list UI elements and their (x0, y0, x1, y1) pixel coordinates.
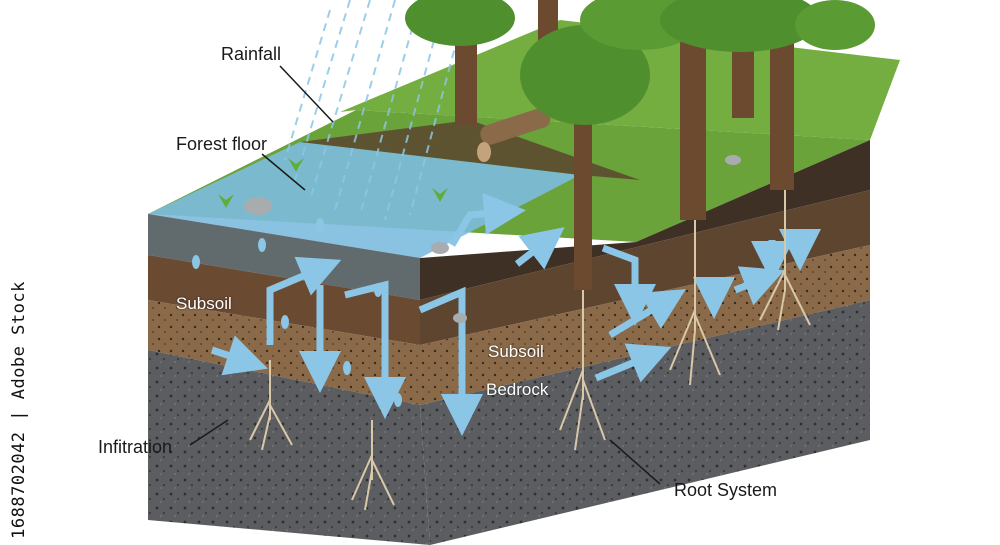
forest-floor-leader (261, 153, 306, 191)
label-rainfall: Rainfall (221, 44, 282, 64)
label-bedrock: Bedrock (486, 380, 549, 399)
tree-canopies (405, 0, 875, 125)
left-face (148, 214, 430, 545)
label-root-system: Root System (674, 480, 778, 500)
root-system-leader (609, 439, 661, 485)
label-infiltration: Infitration (98, 437, 173, 457)
fallen-log (477, 108, 551, 162)
root-systems (249, 190, 811, 511)
label-subsoil-right: Subsoil (488, 342, 544, 361)
label-forest-floor: Forest floor (176, 134, 268, 154)
flow-arrows (210, 192, 821, 436)
rainfall-leader (279, 65, 334, 123)
label-subsoil-left: Subsoil (176, 294, 232, 313)
infiltration-leader (189, 419, 229, 446)
water-pool (148, 142, 580, 258)
seedlings (218, 158, 448, 208)
stock-id-text: 1688702042 | Adobe Stock (9, 281, 30, 539)
leader-lines (189, 65, 661, 485)
stock-id-watermark: 1688702042 | Adobe Stock (2, 281, 36, 539)
leaf-litter (300, 120, 640, 180)
rocks (244, 155, 741, 323)
